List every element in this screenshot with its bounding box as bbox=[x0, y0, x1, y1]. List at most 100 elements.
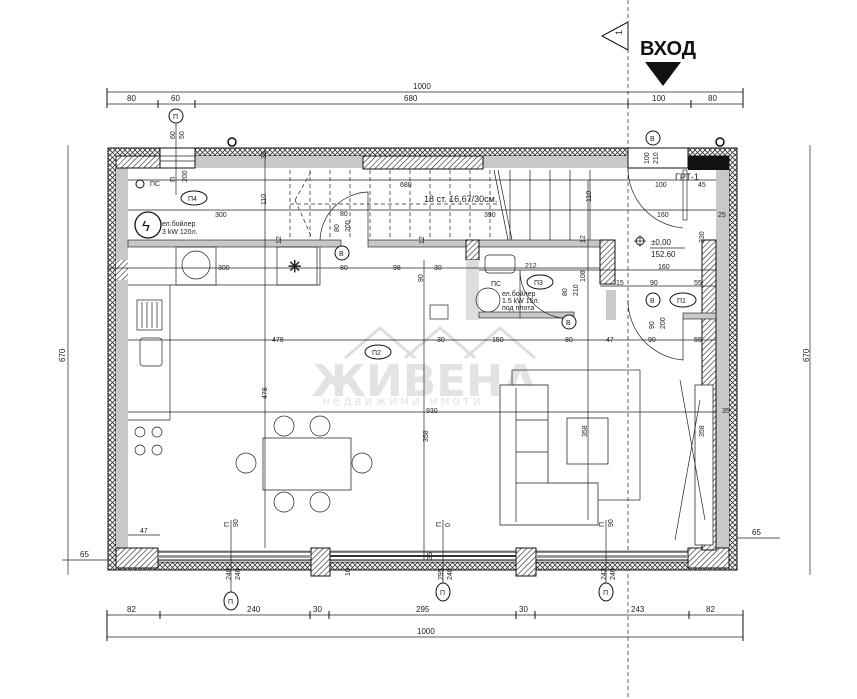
side-dimensions: 670 670 65 65 bbox=[58, 145, 811, 575]
plan-label: 65 bbox=[80, 550, 89, 559]
plan-label: В bbox=[566, 320, 571, 327]
plan-label: 3 kW 120л. bbox=[162, 229, 198, 236]
plan-label: 680 bbox=[400, 182, 412, 189]
plan-label: 150 bbox=[492, 337, 504, 344]
plan-label: 100 bbox=[655, 182, 667, 189]
plan-label: 12 bbox=[276, 236, 283, 244]
boiler-icon bbox=[475, 287, 501, 313]
plan-label: 295 bbox=[416, 605, 430, 614]
washing-machine-icon bbox=[181, 250, 211, 280]
plan-label: 390 bbox=[484, 212, 496, 219]
plan-label: 12 bbox=[419, 236, 426, 244]
plan-label: 295 bbox=[438, 568, 445, 580]
plan-label: 47 bbox=[140, 528, 148, 535]
plan-label: П bbox=[224, 522, 231, 527]
plan-label: 240 bbox=[235, 568, 242, 580]
plan-label: 1.5 kW 15л. bbox=[502, 298, 540, 305]
fridge-icon: ✳ bbox=[288, 259, 301, 276]
plan-label: 80 bbox=[340, 211, 348, 218]
plan-label: 55 bbox=[694, 337, 702, 344]
plan-label: 1000 bbox=[417, 627, 435, 636]
plan-label: ел.бойлер bbox=[502, 290, 535, 298]
plan-label: 80 bbox=[127, 94, 136, 103]
room-tags: П4 П2 П3 П1 bbox=[180, 190, 697, 360]
plan-label: 60 bbox=[171, 94, 180, 103]
stair-label: 18 ст. 16,67/30см. bbox=[424, 194, 497, 204]
plan-label: 55 bbox=[694, 280, 702, 287]
plan-label: 80 bbox=[708, 94, 717, 103]
dining-table bbox=[235, 415, 373, 513]
washbasin-icon bbox=[484, 254, 516, 274]
plan-label: П bbox=[228, 599, 233, 606]
plan-label: 100 bbox=[644, 152, 651, 164]
plan-label: 80 bbox=[565, 337, 573, 344]
plan-label: 80 bbox=[340, 265, 348, 272]
section-marker: 1 bbox=[600, 21, 629, 51]
plan-label: 240 bbox=[247, 605, 261, 614]
sofa bbox=[499, 369, 714, 546]
plan-label: 98 bbox=[393, 265, 401, 272]
electrical-panel-icon: ϟ bbox=[134, 211, 162, 239]
plan-label: 358 bbox=[423, 430, 430, 442]
plan-label: 10 bbox=[345, 568, 352, 576]
bottom-dimensions: 82 240 30 295 30 243 82 1000 bbox=[106, 605, 744, 641]
plan-label: 15 bbox=[616, 280, 624, 287]
plan-label: П bbox=[436, 522, 443, 527]
plan-label: П bbox=[440, 590, 445, 597]
plan-label: 35 bbox=[261, 151, 268, 159]
plan-label: 160 bbox=[658, 264, 670, 271]
plan-label: П1 bbox=[677, 298, 686, 305]
interior-dimensions: 300 110 680 80 390 110 35 300 12 80 98 3… bbox=[140, 151, 730, 576]
plan-label: 478 bbox=[262, 387, 269, 399]
plan-label: П3 bbox=[534, 280, 543, 287]
plan-label: П4 bbox=[188, 196, 197, 203]
plan-label: 1000 bbox=[413, 82, 431, 91]
plan-label: П bbox=[599, 522, 606, 527]
plan-label: 65 bbox=[752, 528, 761, 537]
plan-label: 110 bbox=[586, 191, 593, 202]
plan-label: 243 bbox=[601, 568, 608, 580]
plan-label: В bbox=[650, 298, 655, 305]
sink-icon bbox=[139, 337, 163, 367]
plan-label: 90 bbox=[608, 519, 615, 527]
plan-label: 30 bbox=[437, 337, 445, 344]
dimension-grid bbox=[108, 150, 716, 560]
plan-label: 152.60 bbox=[651, 250, 676, 259]
plan-label: 47 bbox=[606, 337, 614, 344]
plan-label: 60 bbox=[170, 131, 177, 139]
plan-label: 230 bbox=[699, 231, 706, 243]
kitchen: ✳ bbox=[128, 246, 321, 456]
window-labels: П 60 50 П 200 П 90 240 240 П П 0 295 240… bbox=[168, 108, 617, 611]
watermark: ЖИВЕНА недвижими имоти bbox=[312, 326, 537, 408]
plan-label: 1 bbox=[614, 30, 624, 35]
plan-label: 80 bbox=[334, 224, 341, 232]
door-labels: 80 200 В 80 210 В 90 200 В 100 210 В bbox=[334, 130, 667, 330]
plan-label: ел.бойлер bbox=[162, 220, 195, 228]
plan-label: 90 bbox=[649, 321, 656, 329]
meter-label: ГРТ-1 bbox=[675, 172, 699, 182]
plan-label: 212 bbox=[525, 263, 537, 270]
stove-icon bbox=[134, 426, 163, 456]
staircase: 18 ст. 16,67/30см. bbox=[289, 169, 591, 241]
plan-label: 0 bbox=[445, 523, 452, 527]
plan-label: 82 bbox=[706, 605, 715, 614]
plan-label: 110 bbox=[261, 194, 268, 205]
plan-label: 45 bbox=[698, 182, 706, 189]
plan-label: 670 bbox=[802, 348, 811, 362]
plan-label: ±0,00 bbox=[651, 238, 672, 247]
plan-label: 90 bbox=[648, 337, 656, 344]
plan-label: 200 bbox=[345, 220, 352, 232]
plan-label: П bbox=[603, 590, 608, 597]
plan-label: 80 bbox=[562, 288, 569, 296]
watermark-sub: недвижими имоти bbox=[322, 394, 484, 408]
plan-label: 240 bbox=[226, 568, 233, 580]
plan-label: 200 bbox=[182, 170, 189, 182]
plan-label: 30 bbox=[434, 265, 442, 272]
plan-label: 210 bbox=[653, 152, 660, 164]
plan-label: 210 bbox=[573, 284, 580, 296]
plan-label: 240 bbox=[610, 568, 617, 580]
plan-label: 30 bbox=[519, 605, 528, 614]
plan-label: 358 bbox=[582, 425, 589, 437]
plan-label: 90 bbox=[233, 519, 240, 527]
